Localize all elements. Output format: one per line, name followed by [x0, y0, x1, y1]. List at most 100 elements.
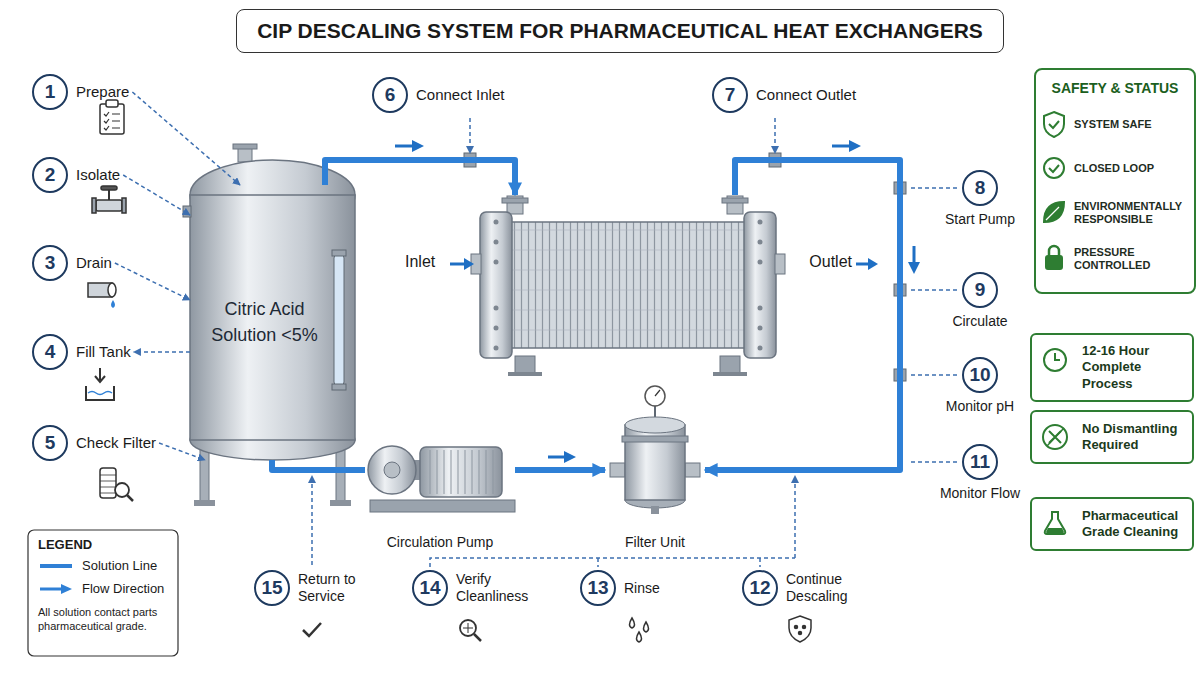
status-icon	[1046, 256, 1062, 269]
legend-box	[28, 530, 178, 656]
step-label: Isolate	[76, 166, 120, 184]
circulation-pump: Circulation Pump	[365, 430, 515, 552]
leader-line	[908, 374, 957, 376]
leader-arrowhead	[771, 146, 779, 154]
legend-text: Solution Line	[82, 558, 157, 573]
step-callout: 1Prepare	[32, 74, 129, 110]
title-box: CIP DESCALING SYSTEM FOR PHARMACEUTICAL …	[236, 9, 1004, 53]
pump-illustration	[430, 450, 493, 494]
tank-label: Citric Acid Solution <5%	[200, 297, 329, 347]
step-label: Monitor Flow	[940, 485, 1020, 502]
panel-heading: SAFETY & STATUS	[1036, 80, 1194, 96]
step-label: Start Pump	[945, 211, 1015, 228]
heat-exchanger-illustration	[494, 220, 499, 225]
legend-arrow	[40, 587, 63, 590]
step-label: Fill Tank	[76, 343, 131, 361]
info-text: Pharmaceutical Grade Cleaning	[1082, 508, 1184, 541]
flow-arrow	[908, 262, 920, 274]
heat-exchanger-illustration	[720, 356, 740, 374]
flow-arrow	[868, 258, 878, 270]
callout-number: 11	[962, 444, 998, 480]
callout-number: 12	[742, 570, 778, 606]
heat-exchanger-illustration	[510, 222, 746, 348]
legend-sample	[38, 560, 74, 572]
step-icon	[99, 368, 101, 380]
callout-number: 4	[32, 334, 68, 370]
tank-illustration	[332, 384, 346, 390]
step-icon	[101, 186, 117, 190]
status-icon	[1046, 207, 1059, 220]
status-icon	[1045, 512, 1066, 534]
heat-exchanger-illustration	[744, 212, 776, 358]
callout-number: 2	[32, 157, 68, 193]
step-icon	[92, 198, 96, 213]
heat-exchanger-illustration	[502, 198, 528, 203]
legend-row: Flow Direction	[38, 581, 164, 596]
legend-note: All solution contact parts pharmaceutica…	[38, 606, 172, 634]
flow-arrow	[849, 140, 861, 152]
heat-exchanger: InletOutlet	[400, 195, 852, 375]
step-icon	[799, 632, 802, 635]
step-icon	[127, 495, 133, 501]
heat-exchanger-illustration	[775, 254, 785, 274]
callout-number: 5	[32, 425, 68, 461]
solution-tank: Citric Acid Solution <5%	[190, 185, 355, 460]
leader-line	[908, 461, 957, 463]
status-icon	[1043, 112, 1067, 534]
step-icon	[86, 100, 811, 642]
port-label: Inlet	[405, 253, 435, 271]
tank-illustration	[183, 144, 355, 506]
equipment-label: Circulation Pump	[387, 534, 494, 550]
pump-illustration	[384, 462, 400, 478]
step-label: Check Filter	[76, 434, 156, 452]
legend-text: Flow Direction	[82, 581, 164, 596]
step-label: Connect Inlet	[416, 86, 504, 104]
info-box: No Dismantling Required	[1030, 410, 1194, 464]
leader-line	[123, 175, 190, 215]
status-panel: SAFETY & STATUSSYSTEM SAFECLOSED LOOPENV…	[1034, 68, 1196, 294]
status-icon	[1049, 121, 1059, 128]
step-icon	[86, 386, 114, 400]
status-item: PRESSURE CONTROLLED	[1074, 246, 1192, 272]
solution-pipe	[515, 467, 605, 473]
info-text: No Dismantling Required	[1082, 421, 1184, 454]
step-icon	[463, 623, 473, 633]
step-label: Verify Cleanliness	[456, 571, 538, 605]
heat-exchanger-illustration	[480, 212, 512, 358]
filter-unit: Filter Unit	[605, 385, 705, 552]
step-icon	[88, 392, 112, 395]
heat-exchanger-illustration	[758, 260, 763, 265]
status-icon	[1055, 353, 1060, 360]
filter-illustration	[610, 386, 700, 514]
step-icon	[803, 626, 806, 629]
status-icon	[1049, 165, 1059, 172]
tank-illustration	[334, 255, 344, 385]
step-icon	[474, 634, 481, 641]
heat-exchanger-illustration	[494, 346, 499, 351]
step-icon	[95, 376, 105, 382]
tank-illustration	[238, 148, 252, 162]
step-label: Circulate	[952, 313, 1007, 330]
heat-exchanger-illustration	[758, 346, 763, 351]
filter-illustration	[651, 506, 659, 514]
step-icon	[122, 198, 126, 213]
solution-pipe	[272, 460, 365, 470]
heat-exchanger-illustration	[508, 372, 542, 376]
step-icon	[303, 623, 321, 636]
tank-illustration	[190, 195, 355, 440]
legend-row: Solution Line	[38, 558, 157, 573]
step-icon	[104, 112, 120, 130]
step-callout: 14Verify Cleanliness	[412, 570, 538, 606]
heat-exchanger-illustration	[722, 198, 748, 203]
step-callout: 4 Fill Tank	[32, 334, 131, 370]
callout-number: 3	[32, 245, 68, 281]
step-label: Monitor pH	[946, 398, 1014, 415]
status-item: ENVIRONMENTALLY RESPONSIBLE	[1074, 200, 1192, 226]
step-icon	[644, 622, 649, 632]
heat-exchanger-illustration	[515, 356, 535, 374]
pump-illustration	[420, 447, 502, 497]
info-text: 12-16 Hour Complete Process	[1082, 343, 1184, 392]
step-callout: 5 Check Filter	[32, 425, 156, 461]
step-callout: 6Connect Inlet	[372, 77, 504, 113]
